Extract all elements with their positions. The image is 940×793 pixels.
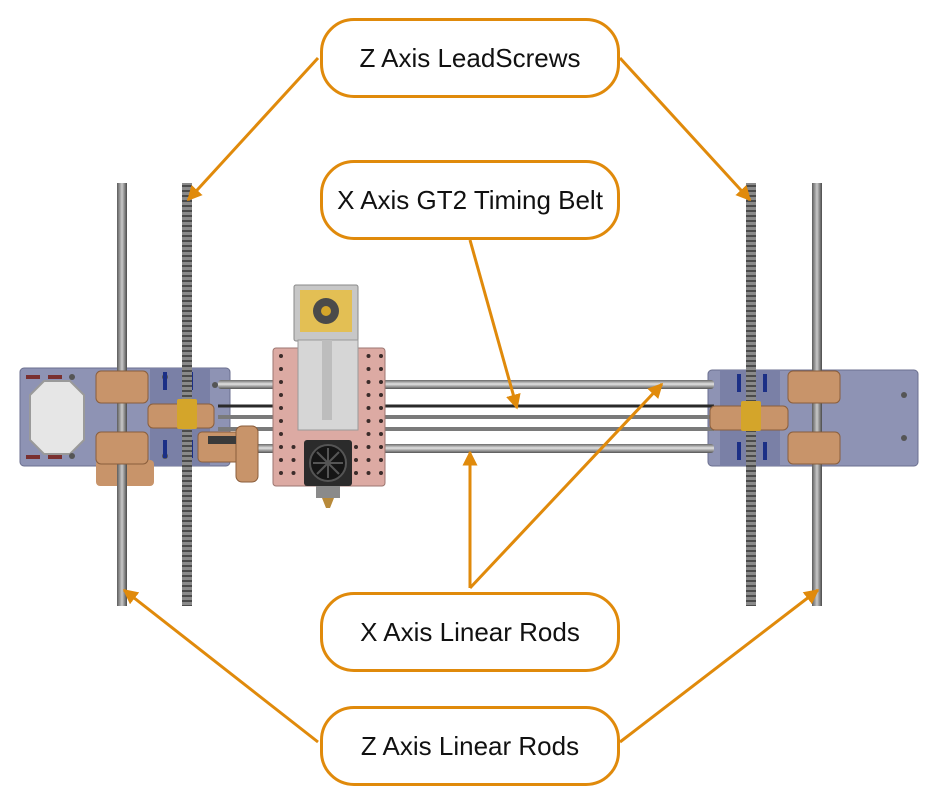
leadscrew-nuts bbox=[177, 399, 761, 431]
extruder-body bbox=[297, 339, 359, 431]
label-z-leadscrews: Z Axis LeadScrews bbox=[320, 18, 620, 98]
stepper-motor bbox=[29, 380, 85, 455]
carriage-hole bbox=[366, 432, 371, 436]
carriage-hole bbox=[366, 393, 371, 397]
carriage-hole bbox=[279, 445, 283, 449]
carriage-hole bbox=[366, 406, 371, 410]
carriage-hole bbox=[354, 471, 358, 475]
carriage-hole bbox=[379, 432, 383, 436]
carriage-hole bbox=[291, 471, 296, 475]
carriage-hole bbox=[366, 367, 371, 371]
carriage-hole bbox=[366, 471, 371, 475]
hotend-nozzle bbox=[316, 486, 340, 508]
carriage-hole bbox=[366, 419, 371, 423]
carriage-hole bbox=[379, 419, 383, 423]
left-bearing-clamps bbox=[95, 370, 215, 465]
carriage-hole bbox=[366, 458, 371, 462]
label-x-linear-rods: X Axis Linear Rods bbox=[320, 592, 620, 672]
left-plate-slots bbox=[26, 375, 62, 459]
arrow-z-leadscrew-right bbox=[618, 56, 752, 202]
arrow-z-rod-left bbox=[122, 588, 319, 744]
z-axis-leadscrews bbox=[182, 183, 756, 606]
carriage-hole bbox=[291, 445, 296, 449]
carriage-hole bbox=[279, 380, 283, 384]
right-limit-marks bbox=[737, 374, 767, 460]
carriage-hole bbox=[379, 406, 383, 410]
carriage-hole bbox=[379, 471, 383, 475]
carriage-hole bbox=[366, 380, 371, 384]
carriage-hole bbox=[279, 458, 283, 462]
carriage-hole bbox=[279, 367, 283, 371]
carriage-hole bbox=[279, 406, 283, 410]
label-x-timing-belt: X Axis GT2 Timing Belt bbox=[320, 160, 620, 240]
arrow-x-rod-upper bbox=[468, 382, 664, 590]
belt-idler-bracket bbox=[197, 425, 259, 483]
carriage-hole bbox=[379, 445, 383, 449]
arrow-z-leadscrew-left bbox=[186, 56, 320, 202]
carriage-hole bbox=[379, 458, 383, 462]
carriage-hole bbox=[354, 445, 358, 449]
carriage-hole bbox=[366, 445, 371, 449]
carriage-hole bbox=[379, 354, 383, 358]
carriage-hole bbox=[366, 354, 371, 358]
carriage-hole bbox=[279, 419, 283, 423]
arrow-z-rod-right bbox=[619, 588, 820, 744]
carriage-hole bbox=[279, 354, 283, 358]
carriage-hole bbox=[279, 432, 283, 436]
extruder-motor bbox=[293, 284, 359, 342]
carriage-hole bbox=[379, 367, 383, 371]
carriage-hole bbox=[279, 471, 283, 475]
hotend-fan bbox=[304, 440, 352, 486]
carriage-hole bbox=[354, 458, 358, 462]
label-z-linear-rods: Z Axis Linear Rods bbox=[320, 706, 620, 786]
right-bearing-clamps bbox=[709, 370, 841, 465]
carriage-hole bbox=[379, 393, 383, 397]
callout-arrows bbox=[122, 56, 820, 744]
carriage-hole bbox=[279, 393, 283, 397]
carriage-hole bbox=[291, 458, 296, 462]
arrow-x-belt bbox=[468, 239, 521, 410]
carriage-hole bbox=[379, 380, 383, 384]
